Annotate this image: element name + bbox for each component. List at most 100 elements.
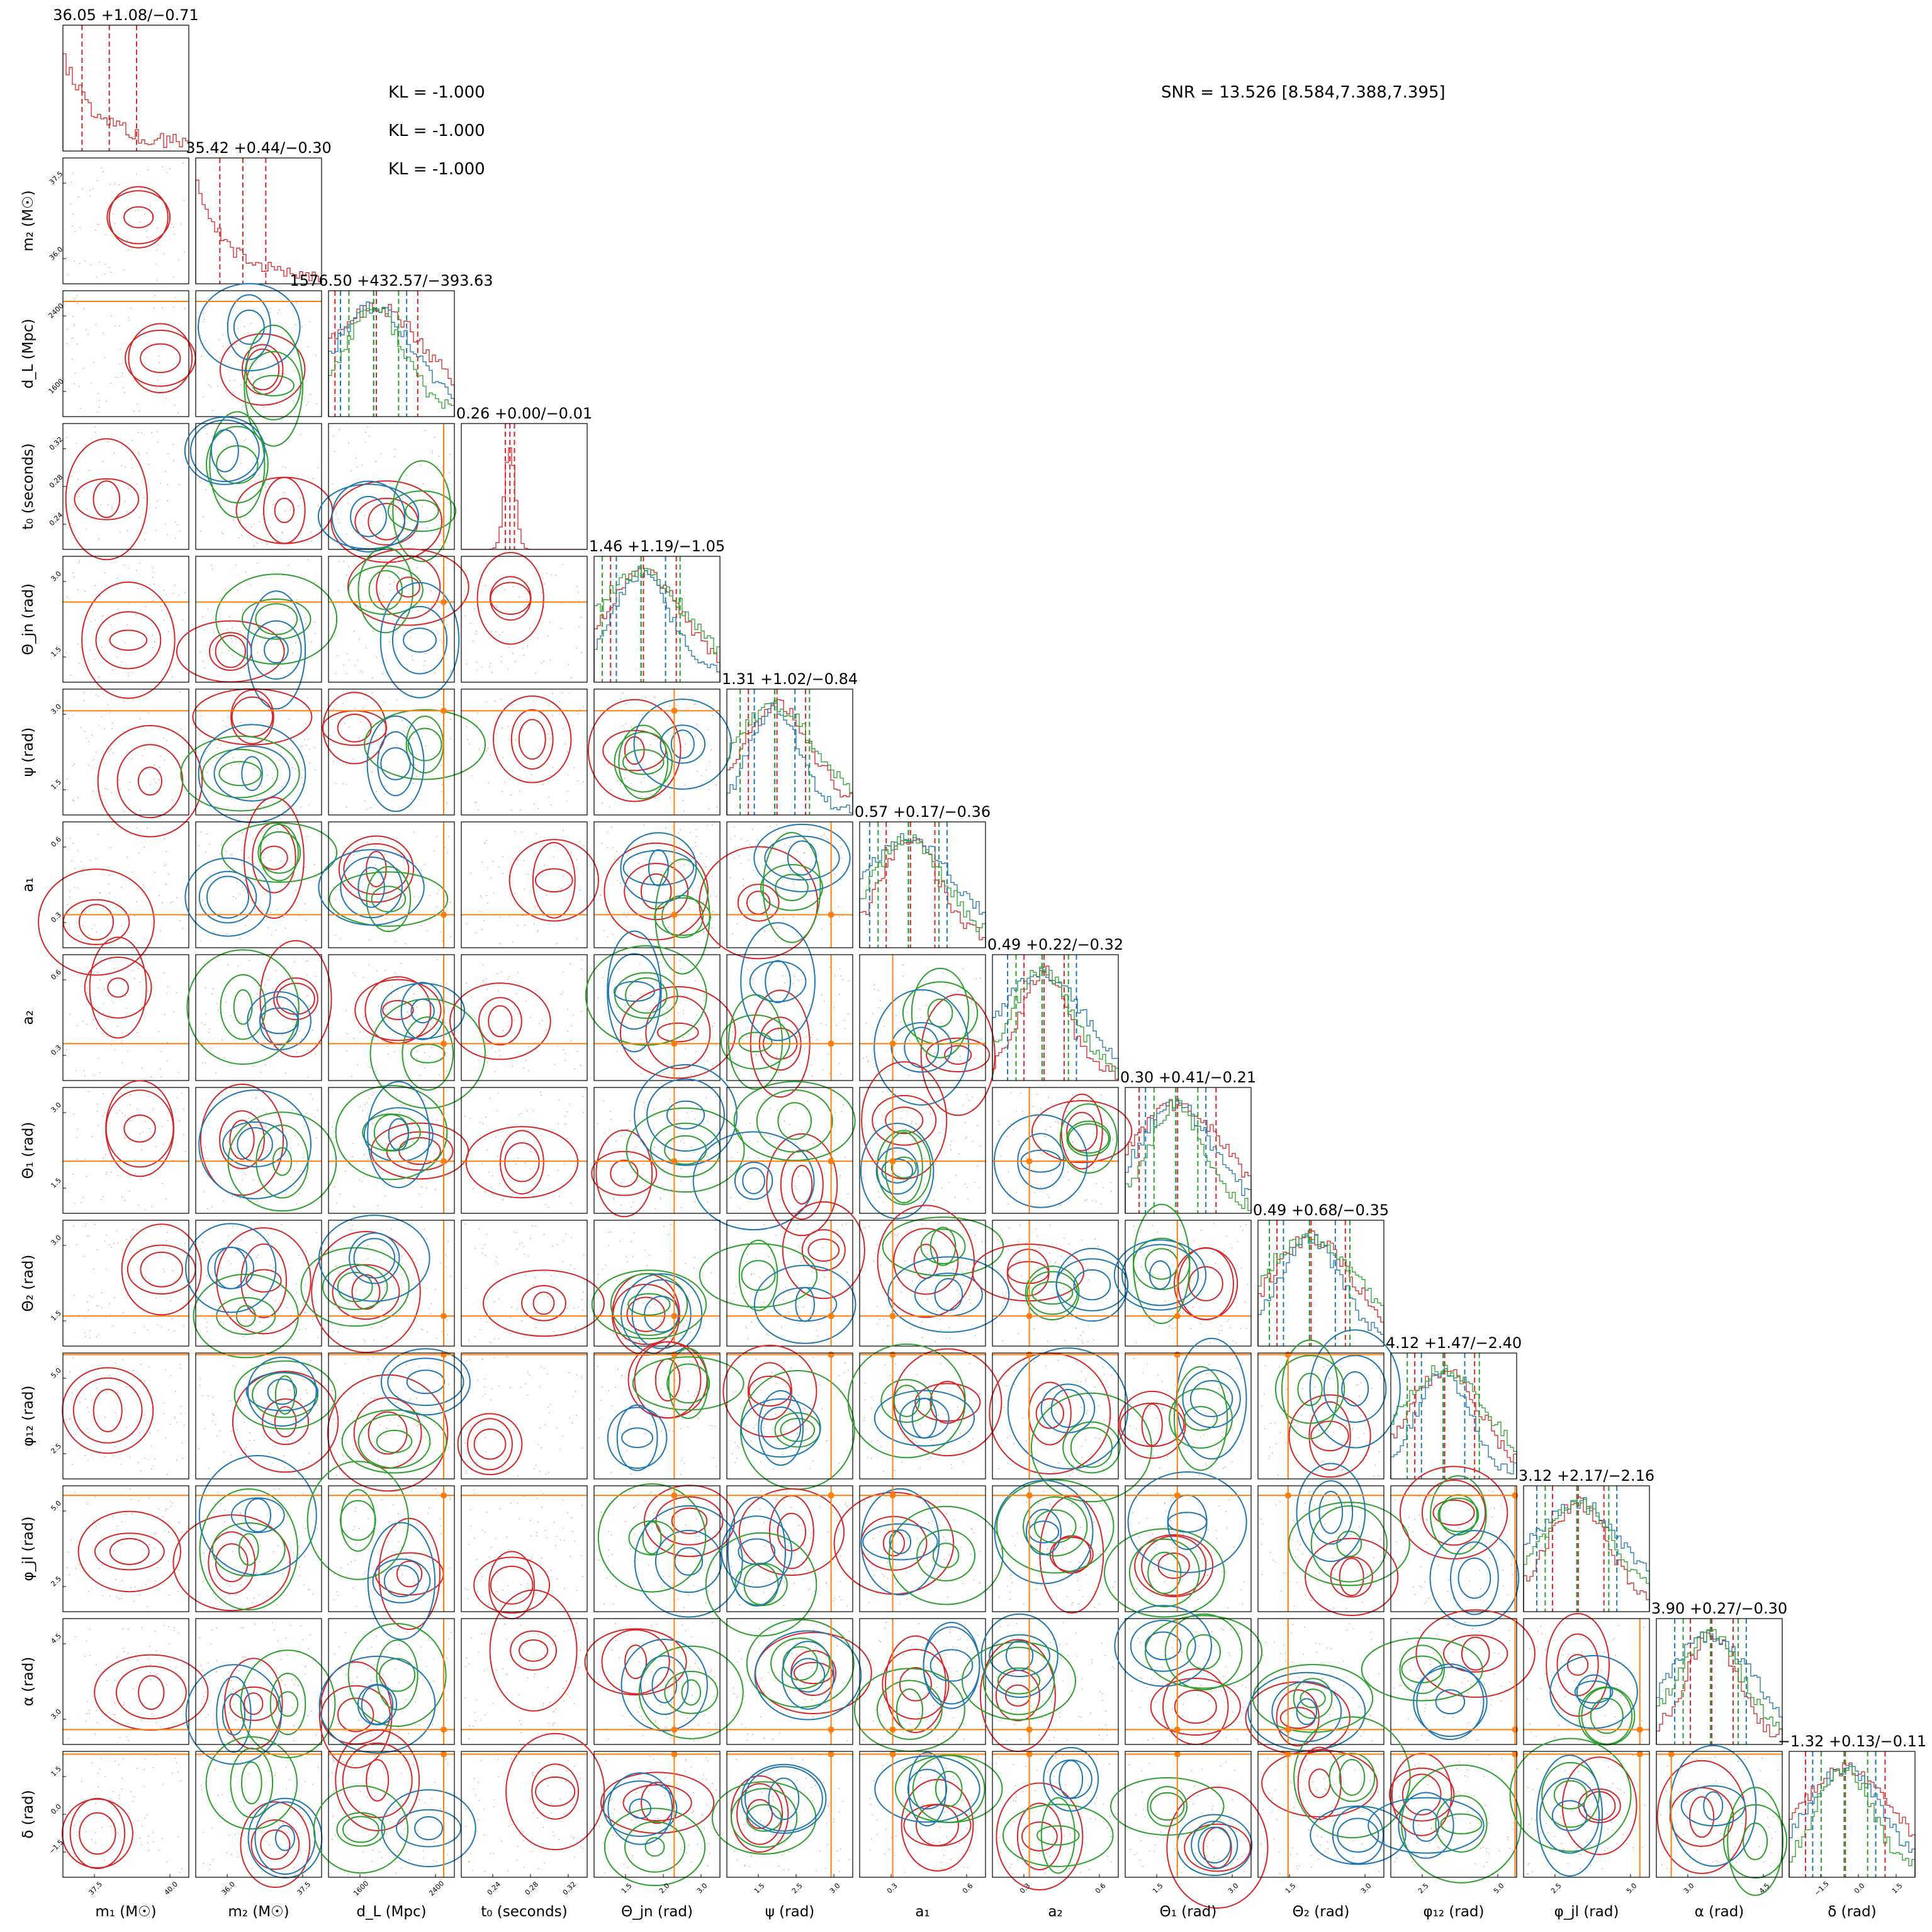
diagonal-title-m2: 35.42 +0.44/−0.30 (186, 139, 332, 157)
sample-point (269, 312, 271, 313)
sample-point (1218, 1330, 1220, 1331)
sample-point (519, 809, 521, 811)
contour-red-1 (332, 1264, 400, 1320)
sample-point (876, 1138, 878, 1140)
contour-red-2 (245, 1269, 282, 1293)
sample-point (171, 1505, 172, 1507)
sample-point (1085, 1378, 1087, 1379)
sample-point (108, 751, 110, 753)
sample-point (730, 838, 732, 840)
sample-point (1008, 1227, 1010, 1229)
sample-point (244, 653, 245, 655)
sample-point (910, 1327, 912, 1329)
sample-point (77, 562, 79, 564)
sample-point (379, 1259, 381, 1261)
sample-point (795, 1188, 797, 1190)
sample-point (131, 937, 133, 939)
sample-point (1048, 1097, 1049, 1098)
sample-point (444, 847, 446, 848)
panel-frame (859, 1087, 986, 1214)
sample-point (125, 466, 126, 468)
contour-green-0 (591, 1269, 707, 1340)
sample-point (101, 795, 103, 797)
sample-point (417, 1425, 418, 1427)
sample-point (491, 1175, 493, 1177)
sample-point (369, 1581, 371, 1583)
contour-red-0 (121, 1223, 202, 1316)
sample-point (1019, 1092, 1021, 1094)
contour-red-1 (105, 1089, 174, 1168)
sample-point (932, 1040, 933, 1042)
sample-point (485, 1255, 486, 1257)
sample-point (359, 742, 361, 744)
sample-point (82, 975, 84, 977)
sample-point (155, 507, 157, 508)
sample-point (1201, 1264, 1203, 1266)
sample-point (643, 1101, 645, 1103)
sample-point (110, 748, 111, 750)
contour-red-0 (619, 986, 736, 1079)
sample-point (235, 1594, 237, 1596)
sample-point (654, 1304, 656, 1305)
sample-point (843, 1372, 845, 1373)
sample-point (688, 907, 690, 909)
sample-point (296, 1052, 298, 1053)
sample-point (800, 1129, 802, 1131)
panel-theta2-m2 (185, 1220, 322, 1359)
sample-point (67, 1567, 68, 1569)
sample-point (695, 829, 697, 831)
sample-point (661, 1388, 662, 1390)
sample-point (488, 1603, 489, 1605)
sample-point (516, 993, 518, 995)
sample-point (228, 1594, 230, 1596)
sample-point (487, 867, 489, 868)
sample-point (289, 699, 291, 700)
contour-red-1 (801, 1229, 846, 1271)
sample-point (527, 1255, 529, 1257)
sample-point (582, 1096, 584, 1098)
sample-point (558, 1099, 559, 1101)
sample-point (760, 1461, 761, 1463)
panel-theta1-t0 (461, 1087, 588, 1214)
sample-point (1371, 1387, 1373, 1389)
sample-point (670, 1338, 671, 1340)
sample-point (582, 781, 584, 783)
sample-point (879, 1318, 881, 1320)
sample-point (576, 859, 578, 861)
sample-point (369, 1383, 371, 1384)
sample-point (390, 1228, 392, 1230)
sample-point (1033, 1191, 1035, 1193)
sample-point (1021, 1417, 1023, 1419)
sample-point (92, 188, 94, 189)
sample-point (312, 1029, 313, 1031)
contour-blue-0 (692, 1131, 815, 1231)
sample-point (449, 453, 451, 455)
sample-point (424, 1099, 425, 1101)
sample-point (217, 385, 218, 387)
sample-point (605, 783, 607, 785)
sample-point (74, 887, 76, 888)
sample-point (644, 1249, 646, 1251)
contour-red-0 (62, 1367, 154, 1454)
sample-point (262, 514, 264, 515)
sample-point (827, 839, 828, 841)
sample-point (654, 1147, 656, 1148)
sample-point (317, 1405, 318, 1407)
contour-blue-1 (250, 620, 302, 680)
sample-point (545, 1473, 547, 1475)
sample-point (654, 853, 656, 855)
sample-point (221, 1130, 223, 1132)
diagonal-title-theta2: 0.49 +0.68/−0.35 (1253, 1201, 1389, 1219)
sample-point (306, 1076, 308, 1078)
sample-point (205, 904, 206, 906)
sample-point (802, 1171, 804, 1172)
sample-point (490, 877, 491, 879)
sample-point (347, 1302, 349, 1303)
sample-point (300, 434, 301, 435)
contour-red-2 (140, 343, 181, 373)
sample-point (481, 897, 483, 899)
sample-point (298, 1143, 299, 1145)
sample-point (524, 1383, 526, 1384)
sample-point (356, 466, 358, 468)
sample-point (476, 802, 478, 804)
